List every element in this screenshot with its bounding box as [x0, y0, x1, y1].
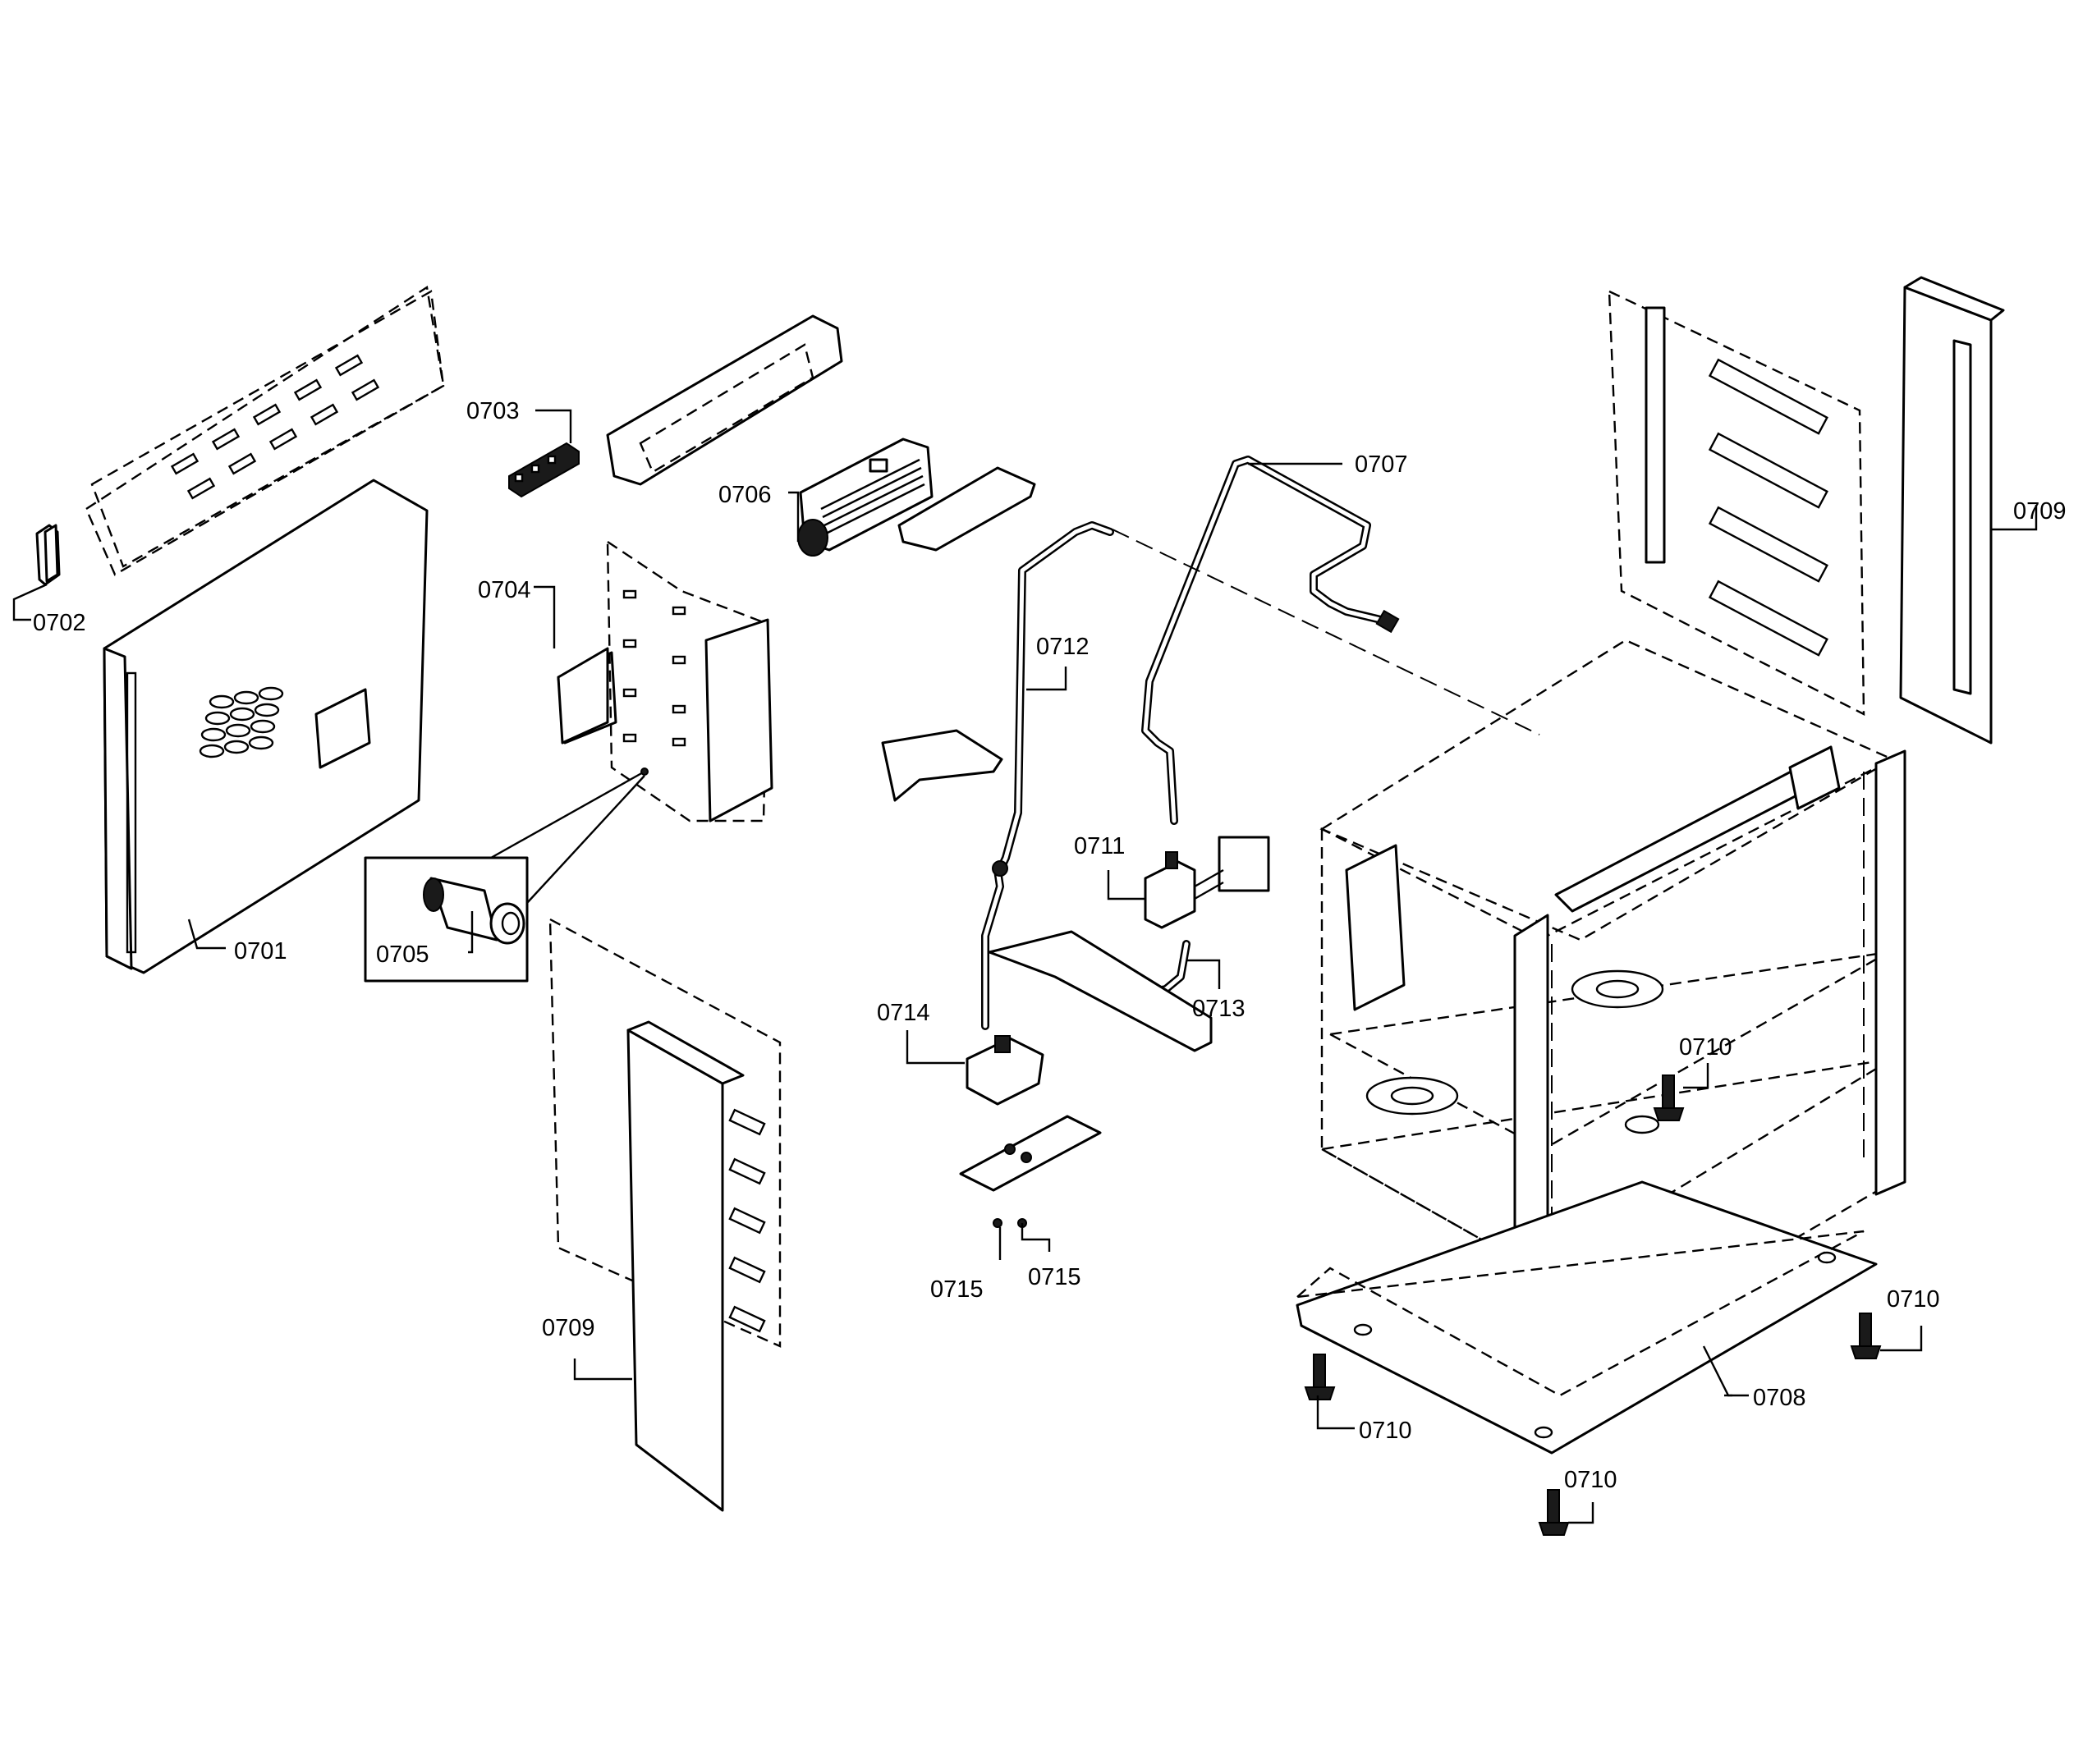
- rear-right-panel: [1608, 290, 1865, 716]
- label-0712: 0712: [1036, 634, 1090, 660]
- part-0715-screw-a[interactable]: [993, 1218, 1002, 1228]
- fan-mount-bracket: [606, 314, 1036, 552]
- label-0710-d: 0710: [1564, 1467, 1617, 1493]
- label-0710-c: 0710: [1359, 1418, 1412, 1444]
- part-0711-valve[interactable]: [1144, 836, 1270, 929]
- label-0714: 0714: [877, 1000, 930, 1026]
- part-0702-bracket[interactable]: [35, 524, 61, 586]
- label-0705: 0705: [376, 942, 429, 968]
- label-0702: 0702: [33, 610, 86, 636]
- part-0709-side-panel-left[interactable]: [548, 917, 782, 1512]
- back-frame-panel: [90, 290, 445, 568]
- label-0708: 0708: [1753, 1385, 1806, 1411]
- label-0715-a: 0715: [930, 1276, 984, 1303]
- label-0710-a: 0710: [1679, 1034, 1732, 1061]
- label-0706: 0706: [718, 482, 772, 508]
- part-0706-blower-fan[interactable]: [797, 438, 934, 557]
- manifold-bracket: [881, 729, 1213, 1052]
- part-0701-cover-panel[interactable]: [85, 285, 445, 974]
- part-0709-side-panel-right[interactable]: [1899, 276, 2005, 745]
- label-0709-right: 0709: [2013, 498, 2067, 525]
- part-0710-screw-a[interactable]: [1653, 1074, 1685, 1121]
- label-0709-left: 0709: [542, 1315, 595, 1341]
- part-0710-screw-b[interactable]: [1850, 1313, 1882, 1359]
- part-0704-control-board[interactable]: [557, 539, 773, 822]
- part-0705-capacitor-inset[interactable]: [364, 767, 649, 983]
- label-0711: 0711: [1074, 833, 1125, 859]
- part-0707-gas-tube[interactable]: [1141, 456, 1400, 825]
- part-0710-screw-d[interactable]: [1538, 1489, 1570, 1536]
- part-0712-gas-tube[interactable]: [981, 521, 1114, 1030]
- part-0714-regulator[interactable]: [959, 1035, 1102, 1192]
- assembly-guide-line: [1112, 529, 1540, 735]
- label-0701: 0701: [234, 938, 287, 964]
- label-0715-b: 0715: [1028, 1264, 1081, 1290]
- label-0703: 0703: [466, 398, 520, 424]
- part-0710-screw-c[interactable]: [1304, 1354, 1336, 1400]
- part-labels: 0701 0702 0703 0704 0705 0706 0707 0708 …: [33, 398, 2067, 1493]
- label-0704: 0704: [478, 577, 531, 603]
- part-0708-base-plate[interactable]: [1294, 1180, 1878, 1455]
- label-0713: 0713: [1192, 996, 1246, 1022]
- label-0707: 0707: [1355, 451, 1408, 478]
- part-0703-terminal-block[interactable]: [508, 442, 580, 498]
- label-0710-b: 0710: [1887, 1286, 1940, 1313]
- leader-lines: [12, 409, 2038, 1524]
